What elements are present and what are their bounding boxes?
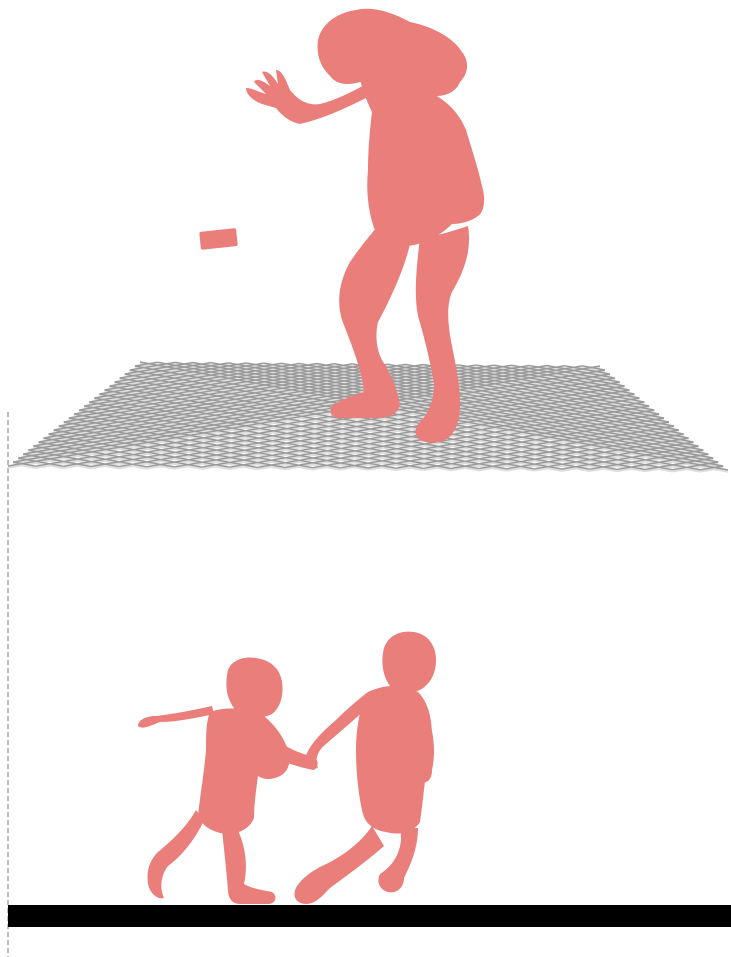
solid-ground-bar: [8, 905, 731, 927]
child-right-silhouette: [294, 632, 436, 904]
child-left-silhouette: [138, 658, 318, 905]
phone-silhouette: [199, 228, 238, 250]
